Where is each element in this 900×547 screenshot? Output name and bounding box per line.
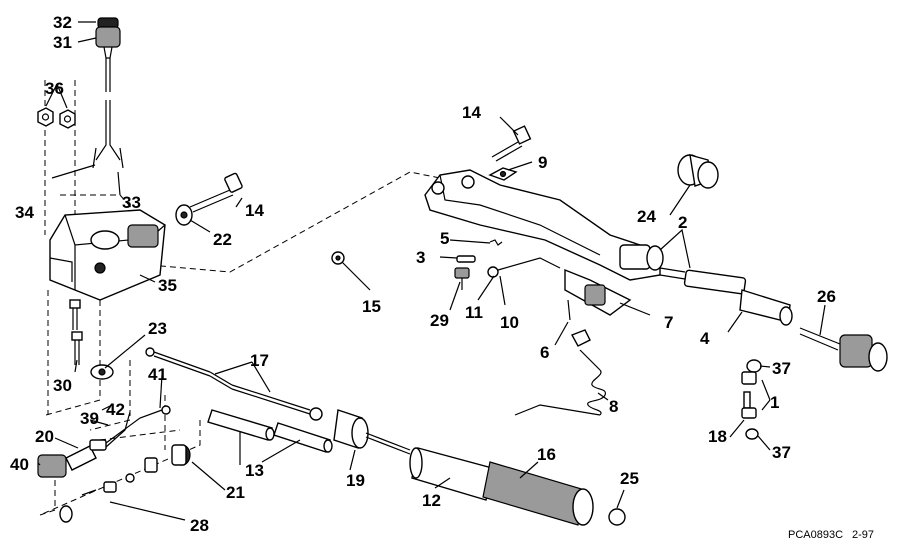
cable-end — [333, 409, 411, 455]
leader-lines — [37, 21, 826, 521]
nuts — [37, 83, 76, 129]
callout-3: 3 — [416, 248, 425, 267]
tiller-arm — [424, 169, 664, 281]
throttle-cable — [145, 347, 323, 421]
date-code: 2-97 — [852, 529, 874, 541]
callout-37-top: 37 — [772, 359, 791, 378]
callout-29: 29 — [430, 311, 449, 330]
bolt-right — [488, 125, 532, 181]
callout-30: 30 — [53, 376, 72, 395]
callout-34: 34 — [15, 203, 34, 222]
callout-labels: 32 31 36 34 33 14 22 35 23 30 21 28 41 4… — [10, 13, 836, 535]
callout-39: 39 — [80, 409, 99, 428]
callout-21: 21 — [226, 483, 245, 502]
diagram-code: PCA0893C — [788, 529, 843, 541]
small-parts-right — [741, 359, 771, 440]
throttle-grip — [409, 447, 626, 526]
stop-switch — [514, 268, 632, 416]
callout-33: 33 — [122, 193, 141, 212]
callout-37-bottom: 37 — [772, 443, 791, 462]
callout-36: 36 — [45, 79, 64, 98]
sleeves — [207, 409, 333, 453]
bracket-assembly — [49, 209, 166, 301]
bolt-left — [175, 172, 243, 226]
connector-assembly — [37, 405, 191, 523]
callout-14-left: 14 — [245, 201, 264, 220]
callout-1: 1 — [770, 393, 779, 412]
callout-8: 8 — [609, 397, 618, 416]
callout-2: 2 — [678, 213, 687, 232]
knob-assembly — [92, 17, 124, 169]
bolts-bottom — [69, 299, 114, 380]
callout-41: 41 — [148, 365, 167, 384]
bushing — [677, 154, 719, 189]
callout-42: 42 — [106, 400, 125, 419]
callout-11: 11 — [465, 303, 483, 322]
callout-26: 26 — [817, 287, 836, 306]
callout-25: 25 — [620, 469, 639, 488]
throttle-shaft — [659, 267, 793, 326]
callout-16: 16 — [537, 445, 556, 464]
callout-10: 10 — [500, 313, 519, 332]
callout-9: 9 — [538, 153, 547, 172]
callout-40: 40 — [10, 455, 29, 474]
callout-35: 35 — [158, 276, 177, 295]
callout-19: 19 — [346, 471, 365, 490]
callout-12: 12 — [422, 491, 441, 510]
callout-15: 15 — [362, 297, 381, 316]
callout-23: 23 — [148, 319, 167, 338]
callout-20: 20 — [35, 427, 54, 446]
callout-7: 7 — [664, 313, 673, 332]
callout-24: 24 — [637, 207, 656, 226]
callout-17: 17 — [250, 351, 269, 370]
callout-22: 22 — [213, 230, 232, 249]
callout-18: 18 — [708, 427, 727, 446]
grip-26 — [799, 327, 888, 372]
callout-14-right: 14 — [462, 103, 481, 122]
small-hardware — [331, 239, 561, 290]
callout-31: 31 — [53, 33, 72, 52]
callout-13: 13 — [245, 461, 264, 480]
callout-4: 4 — [700, 329, 710, 348]
callout-28: 28 — [190, 516, 209, 535]
callout-6: 6 — [540, 343, 549, 362]
callout-32: 32 — [53, 13, 72, 32]
callout-5: 5 — [440, 229, 449, 248]
